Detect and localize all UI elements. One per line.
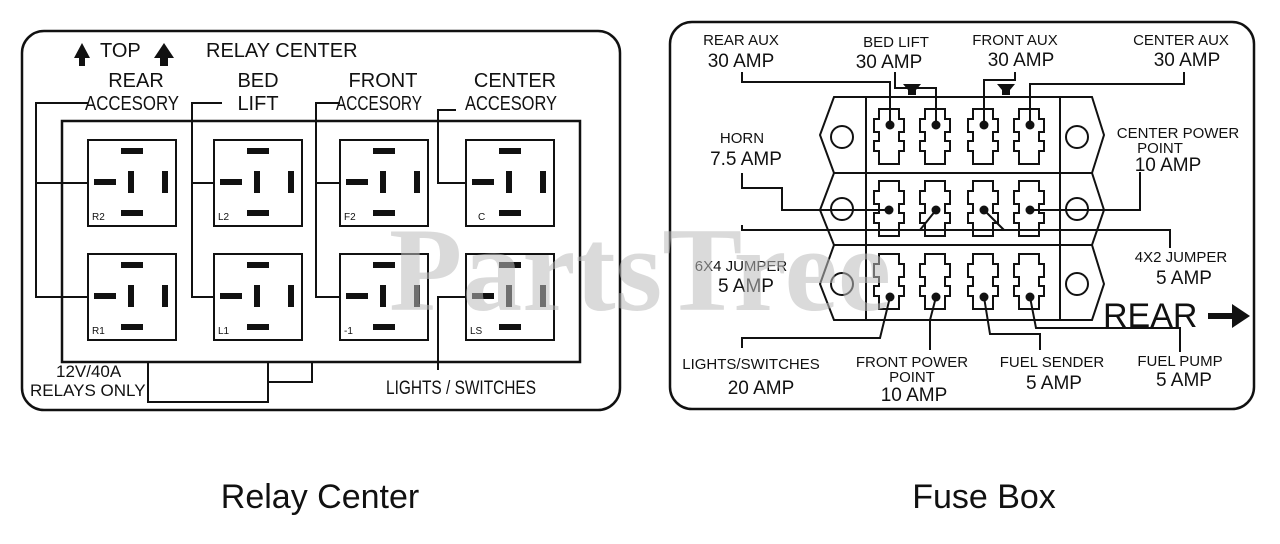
fuse-rating-rear-aux: 30 AMP bbox=[708, 51, 775, 72]
fuse-rating-6x4-jumper: 5 AMP bbox=[718, 276, 774, 297]
relay: C bbox=[465, 139, 555, 227]
relay: F2 bbox=[339, 139, 429, 227]
fuse-rating-4x2-jumper: 5 AMP bbox=[1156, 268, 1212, 289]
fuse-name-rear-aux: REAR AUX bbox=[703, 32, 779, 49]
relay-center-caption: Relay Center bbox=[221, 478, 419, 516]
fuse-name-center-power-point-sub: POINT bbox=[1137, 140, 1183, 157]
fuse-rating-fuel-sender: 5 AMP bbox=[1026, 373, 1082, 394]
fuse-rating-front-aux: 30 AMP bbox=[988, 50, 1055, 71]
fuse-slot bbox=[873, 253, 905, 310]
fuse-name-front-power-point: FRONT POWER bbox=[856, 354, 968, 371]
fuse-slot bbox=[873, 108, 905, 165]
fuse-name-center-power-point: CENTER POWER bbox=[1117, 125, 1240, 142]
relay-label-l1: L1 bbox=[218, 326, 230, 337]
up-arrow-icon bbox=[74, 43, 90, 66]
fuse-rating-center-aux: 30 AMP bbox=[1154, 50, 1221, 71]
fuse-box-caption: Fuse Box bbox=[912, 478, 1056, 516]
fuse-rating-horn: 7.5 AMP bbox=[710, 149, 782, 170]
fuse-name-fuel-pump: FUEL PUMP bbox=[1137, 353, 1222, 370]
header-top-label: TOP bbox=[100, 40, 141, 62]
relay-label-l2: L2 bbox=[218, 212, 230, 223]
fuse-rating-front-power-point: 10 AMP bbox=[881, 385, 948, 406]
relay: -1 bbox=[339, 253, 429, 341]
rating-label: 12V/40A bbox=[56, 362, 122, 381]
relay-label-ls: LS bbox=[470, 326, 483, 337]
relay-label-r1: R1 bbox=[92, 326, 105, 337]
fuse-slot bbox=[1013, 108, 1045, 165]
fuse-slot bbox=[1013, 253, 1045, 310]
relay: R1 bbox=[87, 253, 177, 341]
rear-direction-label: REAR bbox=[1103, 297, 1197, 335]
relay: L1 bbox=[213, 253, 303, 341]
relay: LS bbox=[465, 253, 555, 341]
column-label-rear-sub: ACCESORY bbox=[85, 93, 179, 115]
relay-label-f2: F2 bbox=[344, 212, 356, 223]
column-label-bed: BED bbox=[237, 70, 278, 92]
relay-center-panel: TOP RELAY CENTER REAR ACCESORY BED LIFT … bbox=[20, 29, 622, 412]
fuse-slot bbox=[919, 253, 951, 310]
lights-switches-label: LIGHTS / SWITCHES bbox=[386, 378, 536, 399]
up-arrow-icon bbox=[154, 43, 174, 66]
fuse-slot bbox=[919, 108, 951, 165]
right-arrow-icon bbox=[1208, 304, 1250, 328]
fuse-box-outline bbox=[668, 20, 1256, 411]
relay-label-r2: R2 bbox=[92, 212, 105, 223]
column-label-center-sub: ACCESORY bbox=[465, 93, 557, 115]
fuse-rating-fuel-pump: 5 AMP bbox=[1156, 370, 1212, 391]
fuse-name-6x4-jumper: 6X4 JUMPER bbox=[695, 258, 788, 275]
rating-label-sub: RELAYS ONLY bbox=[30, 381, 146, 400]
relay-center-title: RELAY CENTER bbox=[206, 40, 358, 62]
fuse-slot bbox=[967, 253, 999, 310]
fuse-name-lights-switches: LIGHTS/SWITCHES bbox=[682, 356, 820, 373]
fuse-slot bbox=[967, 108, 999, 165]
fuse-rating-lights-switches: 20 AMP bbox=[728, 378, 795, 399]
fuse-box-panel: REAR AUX 30 AMP BED LIFT 30 AMP FRONT AU… bbox=[668, 20, 1256, 411]
fuse-leader-dots bbox=[884, 84, 1035, 302]
relay: R2 bbox=[87, 139, 177, 227]
column-label-front: FRONT bbox=[349, 70, 418, 92]
fuse-name-fuel-sender: FUEL SENDER bbox=[1000, 354, 1105, 371]
fuse-rating-center-power-point: 10 AMP bbox=[1135, 155, 1202, 176]
column-label-bed-sub: LIFT bbox=[237, 93, 278, 115]
relay-label-c: C bbox=[478, 212, 485, 223]
fuse-name-front-aux: FRONT AUX bbox=[972, 32, 1058, 49]
column-label-center: CENTER bbox=[474, 70, 556, 92]
fuse-name-front-power-point-sub: POINT bbox=[889, 369, 935, 386]
fuse-slots bbox=[873, 108, 1045, 310]
fuse-rating-bed-lift: 30 AMP bbox=[856, 52, 923, 73]
relay: L2 bbox=[213, 139, 303, 227]
fuse-leader-lines bbox=[741, 72, 1185, 352]
column-label-front-sub: ACCESORY bbox=[336, 93, 422, 115]
fuse-name-bed-lift: BED LIFT bbox=[863, 34, 929, 51]
relay-wiring bbox=[35, 102, 466, 403]
column-label-rear: REAR bbox=[108, 70, 164, 92]
watermark-text: PartsTree bbox=[389, 203, 891, 336]
relay-block-outline bbox=[60, 119, 582, 364]
fuse-name-horn: HORN bbox=[720, 130, 764, 147]
fuse-name-center-aux: CENTER AUX bbox=[1133, 32, 1229, 49]
relay-center-outline bbox=[20, 29, 622, 412]
relay-label-f1: -1 bbox=[344, 326, 353, 337]
fuse-name-4x2-jumper: 4X2 JUMPER bbox=[1135, 249, 1228, 266]
